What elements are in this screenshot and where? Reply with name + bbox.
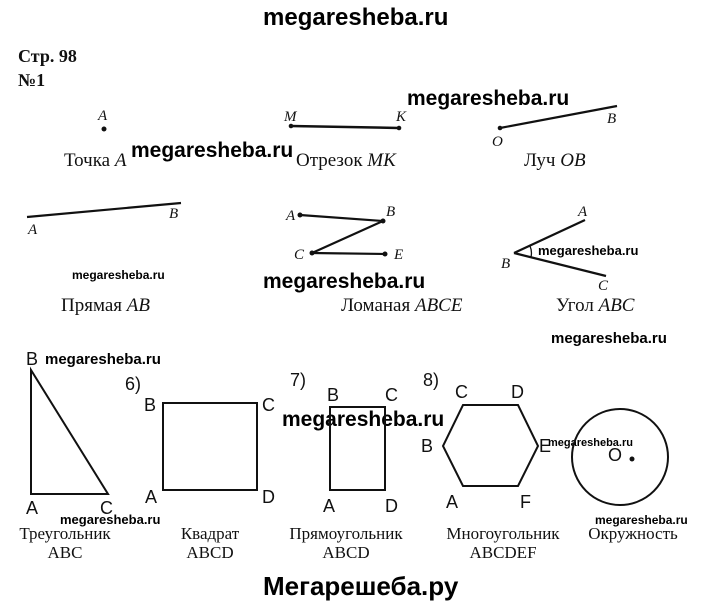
polygon-label-a: A xyxy=(446,492,458,512)
watermark-point: megaresheba.ru xyxy=(131,139,294,162)
watermark-bottom-left: megaresheba.ru xyxy=(60,512,161,527)
polyline-figure: A B C E xyxy=(285,204,403,263)
watermark-polyline: megaresheba.ru xyxy=(263,270,426,293)
square-caption: Квадрат ABCD xyxy=(180,524,240,562)
polygon-caption: Многоугольник ABCDEF xyxy=(446,524,560,562)
watermark-line: megaresheba.ru xyxy=(72,268,165,282)
angle-label-c: C xyxy=(598,278,609,294)
rectangle-number: 7) xyxy=(290,370,306,390)
polygon-label-d: D xyxy=(511,382,524,402)
angle-figure: A B C xyxy=(501,204,609,294)
watermark-angle-below: megaresheba.ru xyxy=(551,330,667,347)
angle-side-bc xyxy=(513,251,607,278)
circle-figure: O xyxy=(571,408,669,506)
segment-caption: Отрезок MK xyxy=(296,150,396,171)
polyline-vertex-e xyxy=(382,251,388,257)
square-label-c: C xyxy=(262,395,275,415)
line-ab-line xyxy=(26,201,182,219)
polyline-label-e: E xyxy=(393,247,403,263)
angle-caption: Угол ABC xyxy=(556,295,635,316)
polygon-abcdef-shape xyxy=(441,404,540,487)
rectangle-figure: 7) B C A D xyxy=(290,370,398,516)
angle-side-ba xyxy=(513,219,586,254)
square-label-b: B xyxy=(144,395,156,415)
line-figure: A B xyxy=(26,201,182,238)
segment-figure: M K xyxy=(283,109,407,131)
point-a-dot xyxy=(101,126,107,132)
watermark-bottom: Мегарешеба.ру xyxy=(263,571,459,601)
polyline-caption: Ломаная ABCE xyxy=(341,295,463,316)
ray-label-b: B xyxy=(607,111,616,127)
task-number: №1 xyxy=(18,70,46,90)
segment-label-k: K xyxy=(395,109,407,125)
triangle-caption: Треугольник ABC xyxy=(19,524,111,562)
ray-figure: O B xyxy=(492,104,618,150)
line-caption: Прямая AB xyxy=(61,295,150,316)
triangle-label-a: A xyxy=(26,498,38,518)
square-abcd-shape xyxy=(162,402,258,491)
triangle-figure: B A C xyxy=(26,349,113,518)
circle-shape xyxy=(571,408,669,506)
watermark-triangle: megaresheba.ru xyxy=(45,351,161,368)
point-figure: A xyxy=(97,108,108,132)
ray-label-o: O xyxy=(492,134,503,150)
watermark-circle: megaresheba.ru xyxy=(548,437,633,449)
polygon-label-e: E xyxy=(539,436,551,456)
polygon-label-c: C xyxy=(455,382,468,402)
polygon-label-f: F xyxy=(520,492,531,512)
square-label-a: A xyxy=(145,487,157,507)
polyline-abce-line xyxy=(299,213,386,256)
circle-caption: Окружность xyxy=(588,524,678,543)
triangle-abc-shape xyxy=(30,366,110,495)
circle-center-label: O xyxy=(608,445,622,465)
polyline-label-a: A xyxy=(285,208,296,224)
line-label-a: A xyxy=(27,222,38,238)
watermark-angle: megaresheba.ru xyxy=(538,243,639,258)
rectangle-caption: Прямоугольник ABCD xyxy=(289,524,403,562)
angle-label-a: A xyxy=(577,204,588,220)
rectangle-abcd-shape xyxy=(329,406,386,491)
polyline-vertex-c xyxy=(309,250,315,256)
watermark-rectangle: megaresheba.ru xyxy=(282,408,445,431)
rectangle-label-d: D xyxy=(385,496,398,516)
square-figure: 6) B C A D xyxy=(125,374,275,507)
rectangle-label-a: A xyxy=(323,496,335,516)
segment-label-m: M xyxy=(283,109,298,125)
polyline-vertex-b xyxy=(380,218,386,224)
watermark-ray: megaresheba.ru xyxy=(407,87,570,110)
segment-end-m xyxy=(288,123,294,129)
polygon-label-b: B xyxy=(421,436,433,456)
rectangle-label-b: B xyxy=(327,385,339,405)
circle-center-dot xyxy=(629,456,635,462)
watermark-top: megaresheba.ru xyxy=(263,4,449,31)
polygon-number: 8) xyxy=(423,370,439,390)
polyline-label-b: B xyxy=(386,204,395,220)
ray-caption: Луч OB xyxy=(524,150,586,171)
ray-ob-line xyxy=(499,104,618,130)
watermark-bottom-right: megaresheba.ru xyxy=(595,513,688,527)
polyline-vertex-a xyxy=(297,212,303,218)
page-number: Стр. 98 xyxy=(18,46,77,66)
polygon-figure: 8) C D B E A F xyxy=(421,370,551,512)
point-caption: Точка A xyxy=(64,150,127,171)
point-label-a: A xyxy=(97,108,108,124)
polyline-label-c: C xyxy=(294,247,305,263)
angle-arc xyxy=(529,245,533,258)
rectangle-label-c: C xyxy=(385,385,398,405)
square-number: 6) xyxy=(125,374,141,394)
ray-origin-o xyxy=(497,125,503,131)
segment-mk-line xyxy=(290,124,400,130)
angle-label-b: B xyxy=(501,256,510,272)
triangle-label-b: B xyxy=(26,349,38,369)
segment-end-k xyxy=(396,125,402,131)
square-label-d: D xyxy=(262,487,275,507)
triangle-label-c: C xyxy=(100,498,113,518)
line-label-b: B xyxy=(169,206,178,222)
